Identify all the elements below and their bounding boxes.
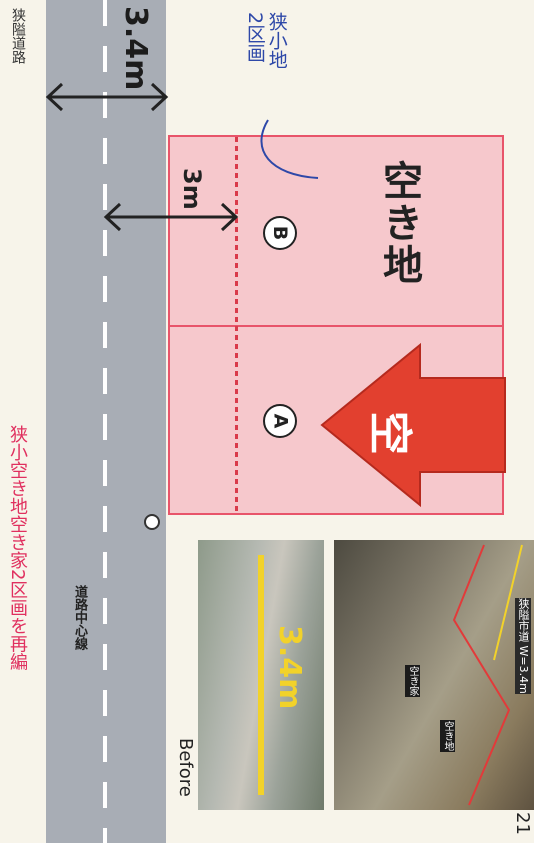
small-lots-note: 狭小地 2区画 (243, 12, 288, 69)
small-lots-callout-line (260, 119, 319, 179)
vacant-land-label: 空き地 (376, 160, 422, 286)
photo-tag-road: 狭隘市道 W=3.4m (515, 598, 531, 694)
photo-tag-akiya: 空き家 (405, 665, 420, 697)
lot-b (168, 135, 504, 327)
road-centerline (103, 0, 107, 843)
lot-a-marker: A (263, 404, 297, 438)
diagram-heading: 狭小空き地空き家2区画を再編 (7, 425, 28, 671)
lot-b-marker: B (263, 216, 297, 250)
road-width-label: 3.4m (118, 6, 153, 91)
small-lots-line2: 2区画 (243, 12, 266, 63)
road-width-arrow (45, 82, 169, 112)
before-label: Before (175, 738, 196, 797)
small-lots-line1: 狭小地 (265, 12, 288, 69)
vacant-house-char: 空 (364, 411, 415, 455)
centerline-marker (144, 514, 160, 530)
narrow-road-label: 狭隘道路 (10, 8, 26, 64)
aerial-photo-outline (452, 544, 523, 806)
page-number: 21 (512, 812, 533, 835)
photo-road-width-bar (258, 555, 264, 795)
vacant-house-arrow (320, 342, 506, 508)
setback-label: 3m (178, 168, 206, 210)
setback-line (235, 137, 238, 513)
centerline-label: 道路中心線 (72, 585, 87, 650)
aerial-photo (334, 540, 534, 810)
setback-arrow (103, 202, 239, 232)
photo-road-width-label: 3.4m (272, 625, 307, 710)
photo-tag-akichi: 空き地 (440, 720, 455, 752)
